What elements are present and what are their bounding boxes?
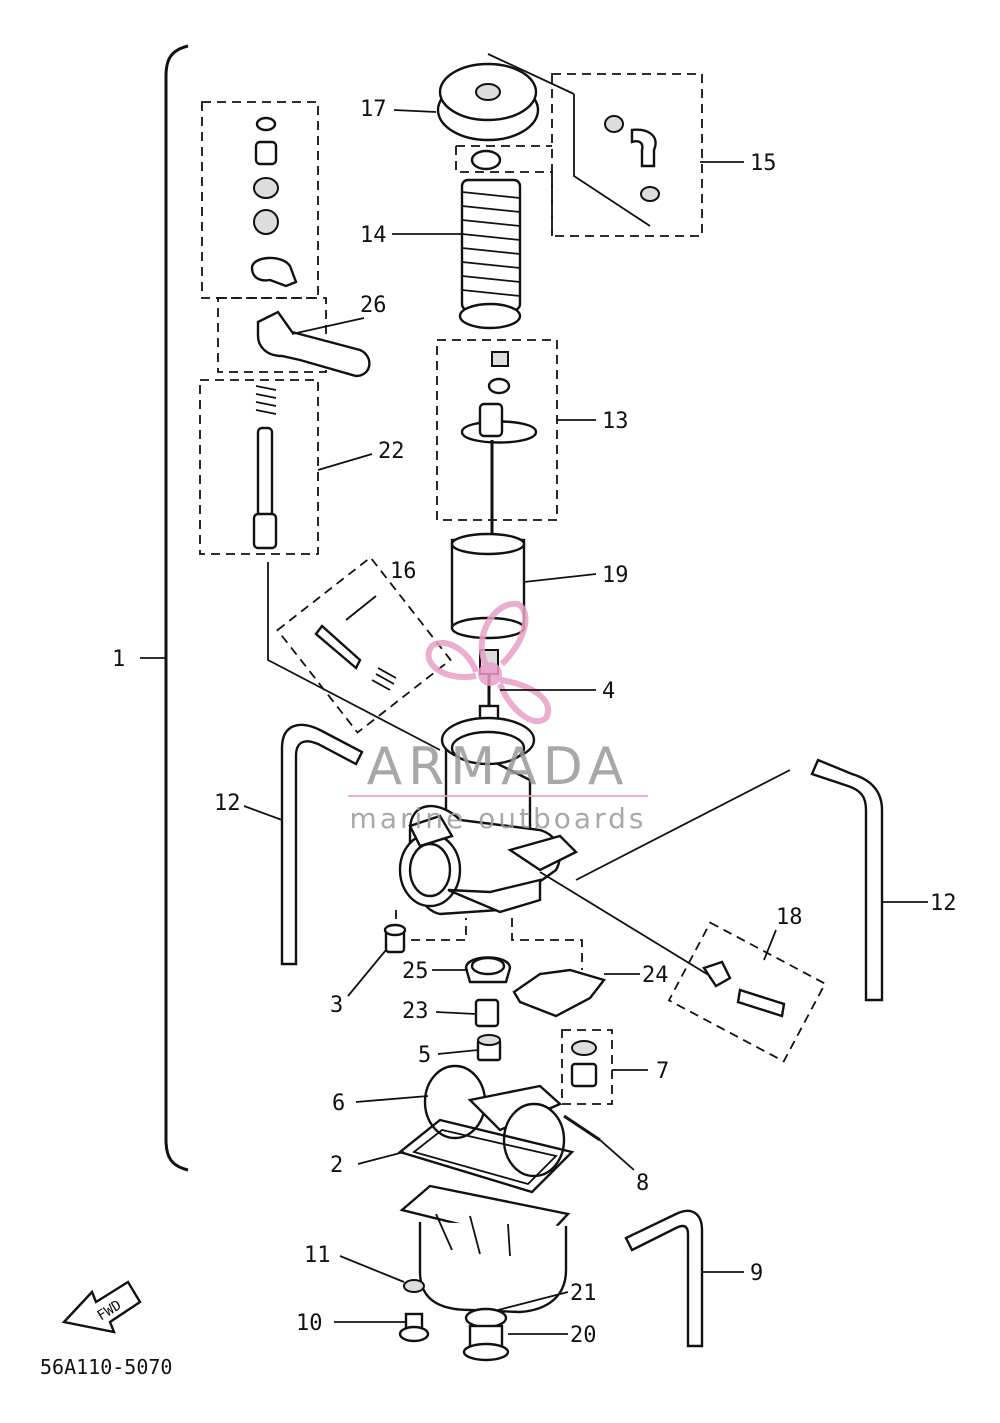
callout-20: 20: [570, 1323, 597, 1348]
callout-15: 15: [750, 151, 777, 176]
part-20-drain-plug: [462, 1324, 510, 1362]
part-5-main-jet: [476, 1034, 502, 1062]
group-box-26: [217, 297, 327, 373]
callout-12-right: 12: [930, 891, 957, 916]
callout-19: 19: [602, 563, 629, 588]
part-23-jet: [474, 998, 500, 1028]
callout-5: 5: [418, 1043, 431, 1068]
leader-jet-body: [539, 769, 791, 983]
part-25-seal: [464, 956, 512, 984]
part-9-hose: [624, 1209, 704, 1348]
group-box-13: [436, 339, 558, 521]
catalog-code: 56A110-5070: [40, 1355, 172, 1379]
part-8-pin: [563, 1114, 601, 1142]
callout-labels: 1 2 3 4 5 6 7 8 9 10 11 12 12 13 14 15 1…: [112, 97, 957, 1348]
part-19-throttle-valve: [450, 532, 526, 640]
part-13-needle-set: [460, 351, 538, 540]
group-box-15: [551, 73, 703, 237]
part-2-gasket-inner: [412, 1129, 558, 1186]
part-22-plunger: [252, 385, 278, 550]
callout-4: 4: [602, 679, 615, 704]
group-box-22: [199, 379, 319, 555]
callout-22: 22: [378, 439, 405, 464]
callout-18: 18: [776, 905, 803, 930]
callout-21: 21: [570, 1281, 597, 1306]
callout-14: 14: [360, 223, 387, 248]
callout-24: 24: [642, 963, 669, 988]
part-17-cap: [436, 62, 540, 142]
propeller-logo-icon: [425, 600, 551, 725]
callout-leaders: [140, 109, 928, 1335]
group-box-16: [276, 556, 452, 734]
callout-8: 8: [636, 1171, 649, 1196]
group-box-7: [561, 1029, 613, 1105]
part-7-drain-screw: [570, 1040, 598, 1088]
watermark-tagline: marine outboards: [350, 802, 647, 835]
watermark-brand: ARMADA: [367, 737, 630, 797]
group-box-top-left: [201, 101, 319, 299]
fwd-arrow: FWD: [61, 1280, 142, 1334]
part-15-fitting: [604, 115, 660, 202]
callout-13: 13: [602, 409, 629, 434]
part-washer-under-cap: [470, 149, 502, 171]
callout-17: 17: [360, 97, 387, 122]
callout-25: 25: [402, 959, 429, 984]
callout-10: 10: [296, 1311, 323, 1336]
callout-7: 7: [656, 1059, 669, 1084]
assembly-bracket: [164, 44, 189, 1172]
part-11-washer: [403, 1279, 425, 1293]
group-box-17-under: [455, 145, 553, 236]
callout-11: 11: [304, 1243, 331, 1268]
part-24-gasket: [512, 968, 607, 1018]
callout-3: 3: [330, 993, 343, 1018]
part-group-clip-stack: [250, 116, 298, 288]
part-16-pilot-screw: [314, 624, 397, 691]
callout-26: 26: [360, 293, 387, 318]
part-12-hose-right: [810, 758, 884, 1002]
carburetor-body: [398, 716, 579, 916]
part-12-hose-left: [280, 723, 364, 966]
part-26-lever: [256, 310, 371, 378]
callout-16: 16: [390, 559, 417, 584]
part-18-adjuster: [702, 960, 786, 1018]
callout-2: 2: [330, 1153, 343, 1178]
callout-1: 1: [112, 647, 125, 672]
float-bowl: [399, 1184, 571, 1314]
callout-12-left: 12: [214, 791, 241, 816]
part-14-spring: [458, 178, 522, 330]
part-10-screw: [398, 1312, 430, 1343]
leader-plunger-body: [267, 562, 441, 751]
part-2-gasket: [397, 1118, 575, 1194]
armada-watermark: ARMADA marine outboards: [348, 600, 648, 835]
part-21-o-ring: [464, 1307, 508, 1329]
leader-cap-15: [487, 53, 651, 227]
callout-9: 9: [750, 1261, 763, 1286]
callout-6: 6: [332, 1091, 345, 1116]
part-3-screw: [383, 923, 407, 954]
callout-23: 23: [402, 999, 429, 1024]
